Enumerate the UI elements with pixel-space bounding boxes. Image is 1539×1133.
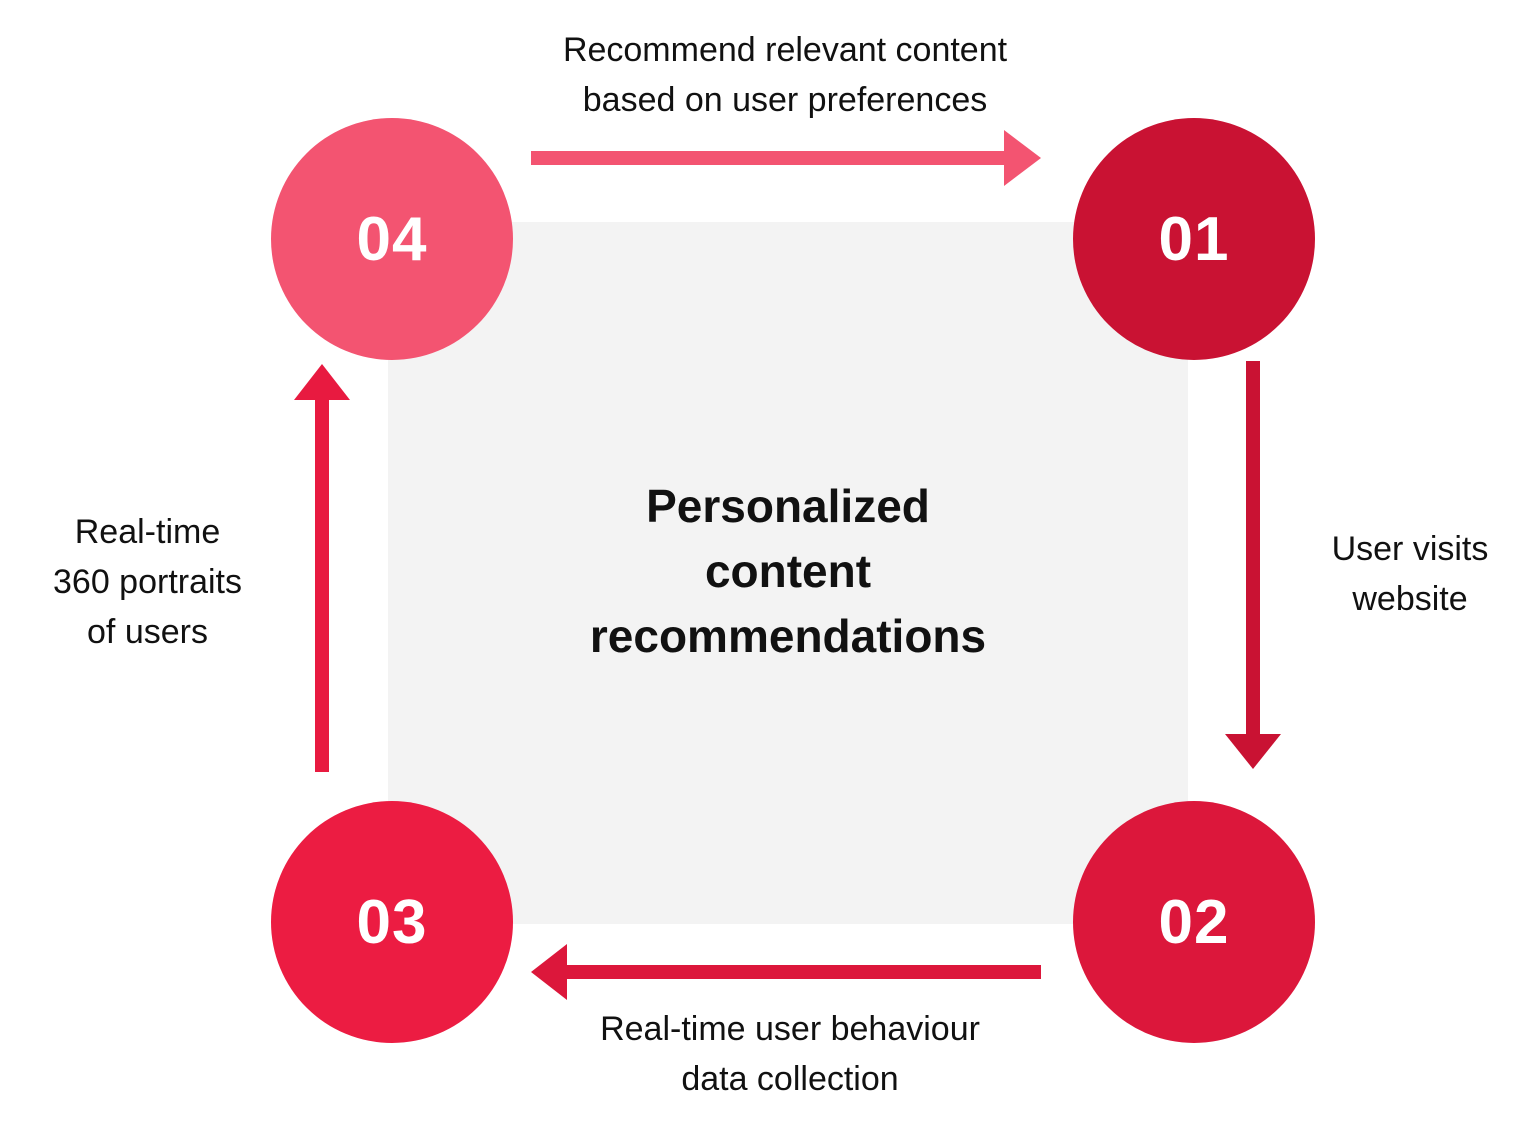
center-title-line-2: content [704, 545, 872, 597]
arrow-04-to-01 [531, 130, 1041, 186]
center-panel [388, 222, 1188, 924]
label-recommend-content: Recommend relevant content based on user… [460, 25, 1110, 125]
step-03-number: 03 [356, 887, 428, 957]
step-03-circle: 03 [271, 801, 513, 1043]
step-02-circle: 02 [1073, 801, 1315, 1043]
label-bottom-line-2: data collection [681, 1060, 899, 1098]
label-user-visits: User visits website [1300, 524, 1520, 624]
arrow-top-shaft [531, 151, 1011, 165]
label-left-line-3: of users [87, 613, 208, 651]
arrow-bottom-head [531, 944, 567, 1000]
label-right-line-1: User visits [1331, 530, 1489, 568]
center-title-line-3: recommendations [589, 610, 987, 662]
label-right-line-2: website [1352, 580, 1468, 618]
arrow-left-shaft [315, 392, 329, 772]
label-user-portraits: Real-time 360 portraits of users [20, 507, 275, 657]
arrow-01-to-02 [1225, 361, 1281, 769]
arrow-right-head [1225, 734, 1281, 769]
arrow-top-head [1004, 130, 1041, 186]
center-title-line-1: Personalized [646, 480, 930, 532]
arrow-left-head [294, 364, 350, 400]
center-title: Personalized content recommendations [388, 474, 1188, 669]
arrow-02-to-03 [531, 944, 1041, 1000]
arrow-bottom-shaft [560, 965, 1041, 979]
arrow-03-to-04 [294, 364, 350, 772]
step-04-number: 04 [356, 204, 428, 274]
label-bottom-line-1: Real-time user behaviour [600, 1010, 980, 1048]
label-left-line-2: 360 portraits [53, 563, 242, 601]
label-left-line-1: Real-time [74, 513, 221, 551]
step-01-number: 01 [1158, 204, 1230, 274]
arrow-right-shaft [1246, 361, 1260, 741]
label-data-collection: Real-time user behaviour data collection [500, 1004, 1080, 1104]
label-top-line-2: based on user preferences [582, 81, 988, 119]
step-02-number: 02 [1158, 887, 1230, 957]
label-top-line-1: Recommend relevant content [562, 31, 1008, 69]
step-04-circle: 04 [271, 118, 513, 360]
step-01-circle: 01 [1073, 118, 1315, 360]
